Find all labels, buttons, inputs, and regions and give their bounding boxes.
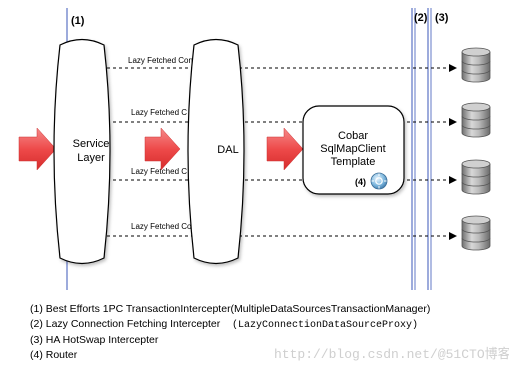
dal-label: DAL <box>217 144 238 156</box>
entry-block-arrow-icon <box>18 127 57 171</box>
cobar-label-line1: Cobar <box>338 130 368 142</box>
service-layer-label-line2: Layer <box>77 152 105 164</box>
router-gear-icon <box>370 172 388 190</box>
dal-to-cobar-arrow-icon <box>266 127 304 171</box>
database-icon-1 <box>461 47 491 83</box>
legend: (1) Best Efforts 1PC TransactionIntercep… <box>30 302 430 362</box>
cobar-label-line3: Template <box>331 156 376 168</box>
legend-item-4: (4) Router <box>30 348 78 361</box>
database-icon-4 <box>461 215 491 251</box>
legend-item-1: (1) Best Efforts 1PC TransactionIntercep… <box>30 303 431 315</box>
connection-label-2: Lazy Fetched C <box>131 108 187 117</box>
service-layer-box <box>53 38 111 265</box>
marker-1-label: (1) <box>71 15 85 27</box>
legend-item-2: (2) Lazy Connection Fetching Intercepter… <box>30 317 418 331</box>
database-icon-2 <box>461 102 491 138</box>
marker-2-label: (2) <box>414 12 428 24</box>
marker-3-label: (3) <box>435 12 449 24</box>
cobar-template-box <box>302 105 405 195</box>
cobar-label-line2: SqlMapClient <box>320 143 385 155</box>
dal-box <box>187 38 245 265</box>
service-to-dal-arrow-icon <box>144 127 181 171</box>
legend-item-3: (3) HA HotSwap Intercepter <box>30 334 159 346</box>
connection-label-4: Lazy Fetched Connection <box>131 222 222 231</box>
router-marker-label: (4) <box>355 177 366 187</box>
connection-label-1: Lazy Fetched Connection <box>128 56 219 65</box>
service-layer-label-line1: Service <box>73 138 110 150</box>
database-icon-3 <box>461 159 491 195</box>
watermark: http://blog.csdn.net/@51CTO博客 <box>274 347 509 362</box>
connection-label-3: Lazy Fetched C <box>131 167 187 176</box>
